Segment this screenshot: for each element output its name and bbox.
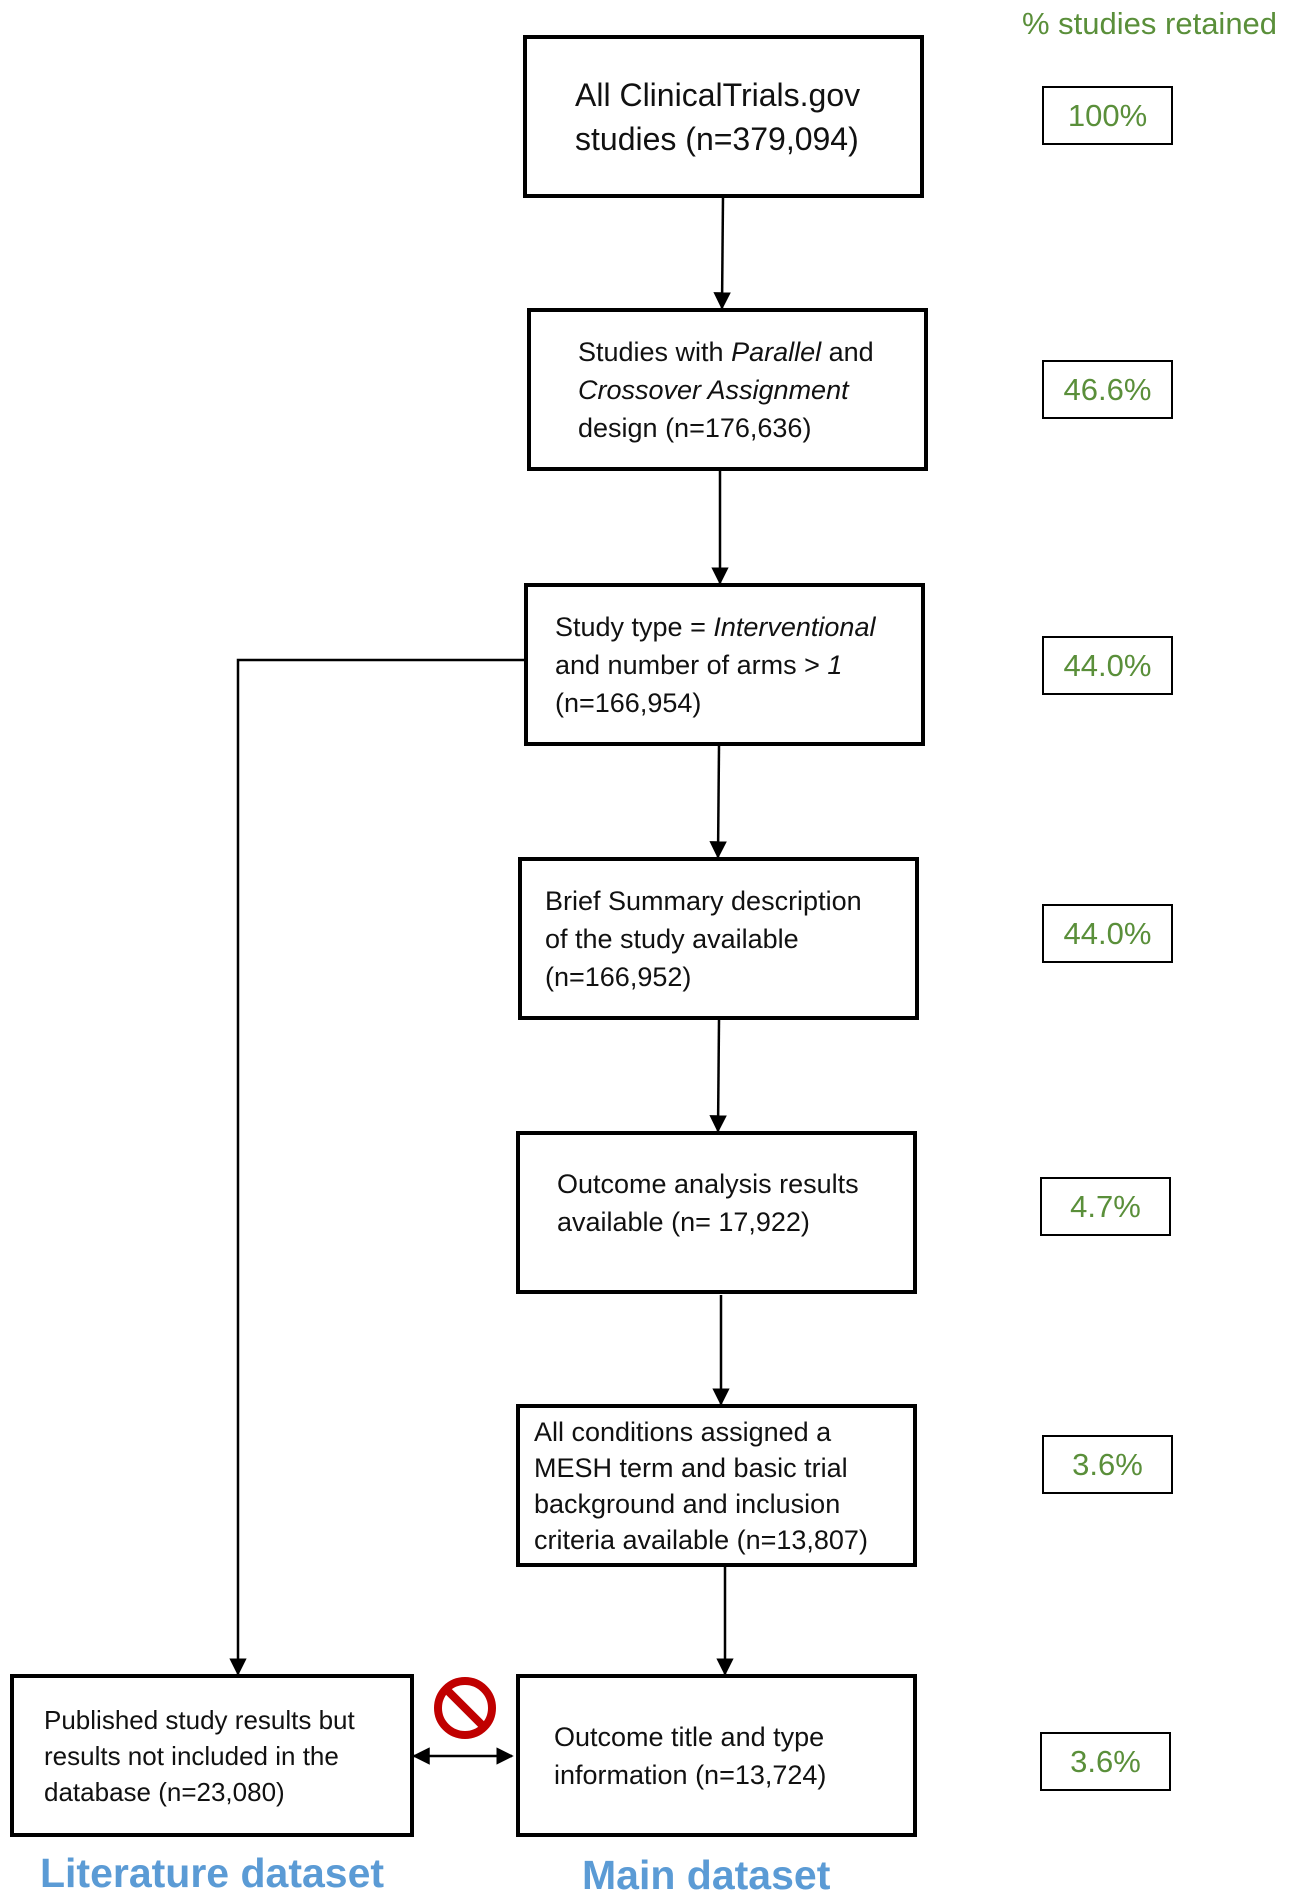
percent-value: 44.0%	[1063, 915, 1152, 951]
step-box-parallel-crossover: Studies with Parallel and Crossover Assi…	[527, 308, 928, 471]
arrow-3-4	[709, 745, 727, 859]
step-1-text: All ClinicalTrials.gov studies (n=379,09…	[575, 76, 861, 157]
percent-box-step-6: 3.6%	[1042, 1435, 1173, 1494]
step-4-text: Brief Summary description of the study a…	[545, 885, 862, 992]
percent-box-step-4: 44.0%	[1042, 904, 1173, 963]
step-3-text: Study type =	[555, 611, 714, 642]
step-2-text-mid: and	[821, 336, 874, 367]
percent-box-step-1: 100%	[1042, 86, 1173, 145]
step-3-text-end: (n=166,954)	[555, 687, 702, 718]
step-box-mesh-conditions: All conditions assigned a MESH term and …	[516, 1404, 917, 1567]
step-5-text: Outcome analysis results available (n= 1…	[557, 1169, 859, 1237]
percent-box-step-5: 4.7%	[1040, 1177, 1171, 1236]
percent-value: 3.6%	[1072, 1446, 1143, 1482]
step-2-text: Studies with	[578, 336, 732, 367]
literature-dataset-label: Literature dataset	[40, 1850, 385, 1896]
step-6-text: All conditions assigned a MESH term and …	[534, 1416, 868, 1555]
percent-box-step-3: 44.0%	[1042, 636, 1173, 695]
main-dataset-label: Main dataset	[582, 1852, 831, 1898]
step-3-text-mid: and number of arms >	[555, 649, 828, 680]
step-3-emphasis-2: 1	[827, 649, 843, 680]
step-box-interventional: Study type = Interventional and number o…	[524, 583, 925, 746]
step-box-outcome-analysis: Outcome analysis results available (n= 1…	[516, 1131, 917, 1294]
percent-box-step-2: 46.6%	[1042, 360, 1173, 419]
percent-value: 100%	[1067, 97, 1148, 133]
step-3-emphasis-1: Interventional	[713, 611, 876, 642]
step-box-brief-summary: Brief Summary description of the study a…	[518, 857, 919, 1020]
branch-to-literature	[229, 658, 524, 1676]
retained-column-title: % studies retained	[1022, 6, 1278, 41]
step-2-text-end: design (n=176,636)	[578, 412, 812, 443]
prohibited-icon	[434, 1677, 496, 1739]
percent-value: 4.7%	[1070, 1188, 1141, 1224]
literature-box: Published study results but results not …	[10, 1674, 414, 1837]
step-2-emphasis-2: Crossover Assignment	[578, 374, 849, 405]
percent-value: 46.6%	[1063, 371, 1152, 407]
step-box-outcome-title: Outcome title and type information (n=13…	[516, 1674, 917, 1837]
percent-value: 3.6%	[1070, 1743, 1141, 1779]
step-7-text: Outcome title and type information (n=13…	[554, 1721, 827, 1790]
literature-box-text: Published study results but results not …	[44, 1704, 355, 1807]
percent-box-step-7: 3.6%	[1040, 1732, 1171, 1791]
step-box-all-studies: All ClinicalTrials.gov studies (n=379,09…	[523, 35, 924, 198]
arrow-4-5	[709, 1019, 727, 1133]
arrow-1-2	[713, 195, 731, 310]
percent-value: 44.0%	[1063, 647, 1152, 683]
step-2-emphasis-1: Parallel	[731, 336, 822, 367]
